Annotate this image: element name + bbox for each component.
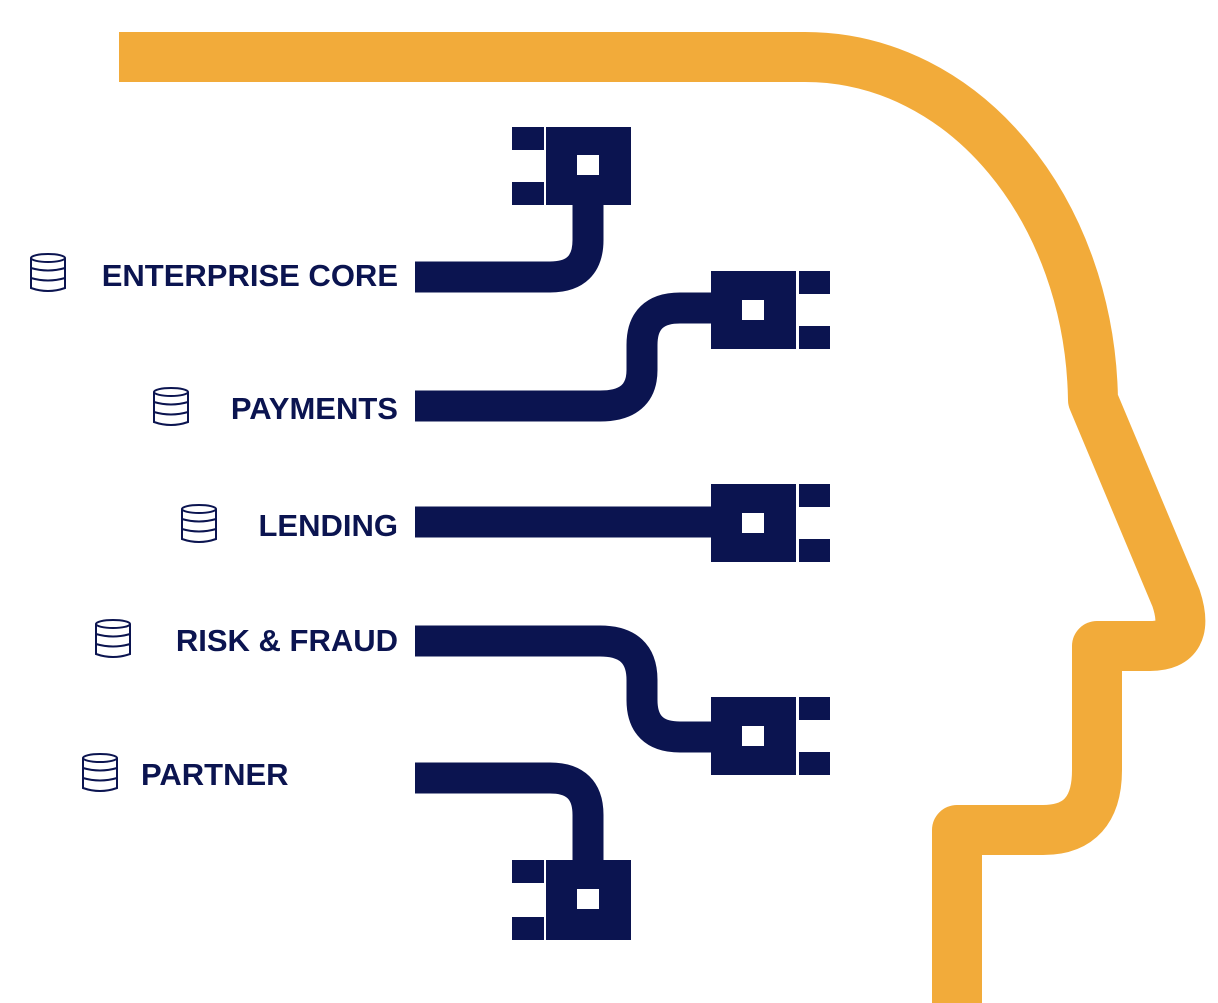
database-icon xyxy=(82,753,118,792)
plug-risk-fraud xyxy=(711,697,830,775)
database-icon xyxy=(95,619,131,658)
cable-risk-fraud xyxy=(415,625,712,753)
cable-partner xyxy=(415,762,604,860)
database-icon xyxy=(181,504,217,543)
head-outline xyxy=(119,32,1206,1003)
plug-lending xyxy=(711,484,830,562)
system-label-enterprise-core: ENTERPRISE CORE xyxy=(101,258,398,293)
cable-payments xyxy=(415,292,712,422)
system-label-risk-fraud: RISK & FRAUD xyxy=(175,623,398,658)
system-label-lending: LENDING xyxy=(258,508,399,543)
cable-enterprise-core xyxy=(415,205,604,293)
plug-partner xyxy=(512,860,631,940)
database-icon xyxy=(153,387,189,426)
plug-enterprise-core xyxy=(512,127,631,205)
plug-payments xyxy=(711,271,830,349)
database-icon xyxy=(30,253,66,292)
system-label-payments: PAYMENTS xyxy=(230,391,398,426)
system-label-partner: PARTNER xyxy=(141,757,289,792)
